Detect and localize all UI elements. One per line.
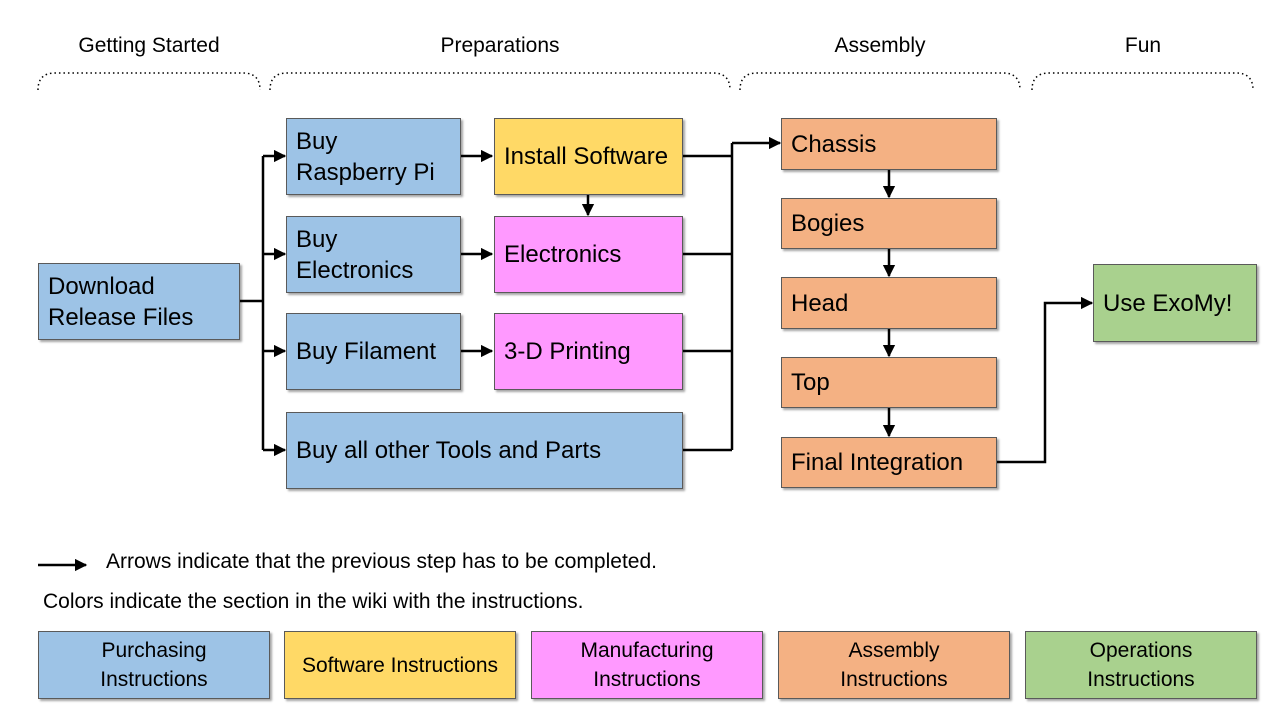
legend-label: Purchasing Instructions — [100, 639, 208, 691]
legend-assembly: Assembly Instructions — [778, 631, 1010, 699]
legend-label: Assembly Instructions — [840, 639, 948, 691]
legend-label: Software Instructions — [301, 653, 499, 677]
step-label: Buy Electronics — [296, 225, 414, 284]
legend-arrow-note: Arrows indicate that the previous step h… — [106, 550, 657, 573]
legend-color-note: Colors indicate the section in the wiki … — [43, 590, 584, 613]
step-label: 3-D Printing — [504, 338, 631, 365]
step-install-software: Install Software — [494, 118, 683, 195]
step-label: Head — [791, 289, 849, 317]
step-label: Top — [791, 369, 830, 396]
brace-assembly — [739, 72, 1021, 91]
brace-preparations — [269, 72, 731, 91]
step-use-exomy: Use ExoMy! — [1093, 264, 1257, 342]
legend-label: Manufacturing Instructions — [580, 639, 714, 691]
step-buy-electronics: Buy Electronics — [286, 216, 461, 293]
phase-getting-started: Getting Started — [78, 34, 220, 57]
step-buy-raspberry-pi: Buy Raspberry Pi — [286, 118, 461, 195]
step-chassis: Chassis — [781, 118, 997, 170]
phase-assembly: Assembly — [834, 34, 926, 57]
step-label: Final Integration — [791, 449, 964, 476]
step-buy-filament: Buy Filament — [286, 313, 461, 390]
step-label: Download Release Files — [48, 272, 194, 331]
step-label: Buy Raspberry Pi — [296, 127, 435, 186]
step-label: Buy Filament — [296, 338, 437, 365]
step-label: Install Software — [504, 143, 669, 170]
step-label: Electronics — [504, 241, 622, 268]
legend-software: Software Instructions — [284, 631, 516, 699]
legend-purchasing: Purchasing Instructions — [38, 631, 270, 699]
legend-operations: Operations Instructions — [1025, 631, 1257, 699]
phase-preparations: Preparations — [440, 34, 560, 57]
step-label: Use ExoMy! — [1103, 289, 1233, 317]
brace-fun — [1031, 72, 1254, 91]
legend-manufacturing: Manufacturing Instructions — [531, 631, 763, 699]
step-label: Buy all other Tools and Parts — [296, 437, 602, 464]
step-3d-printing: 3-D Printing — [494, 313, 683, 390]
step-bogies: Bogies — [781, 198, 997, 249]
legend-label: Operations Instructions — [1087, 639, 1195, 691]
phase-fun: Fun — [1124, 34, 1162, 57]
brace-getting-started — [37, 72, 261, 91]
step-head: Head — [781, 277, 997, 329]
step-buy-other-tools-parts: Buy all other Tools and Parts — [286, 412, 683, 489]
step-top: Top — [781, 357, 997, 408]
arrow-final-to-use — [997, 296, 1094, 464]
step-final-integration: Final Integration — [781, 437, 997, 488]
step-label: Bogies — [791, 210, 865, 237]
step-electronics: Electronics — [494, 216, 683, 293]
step-download-release-files: Download Release Files — [38, 263, 240, 340]
step-label: Chassis — [791, 130, 877, 158]
